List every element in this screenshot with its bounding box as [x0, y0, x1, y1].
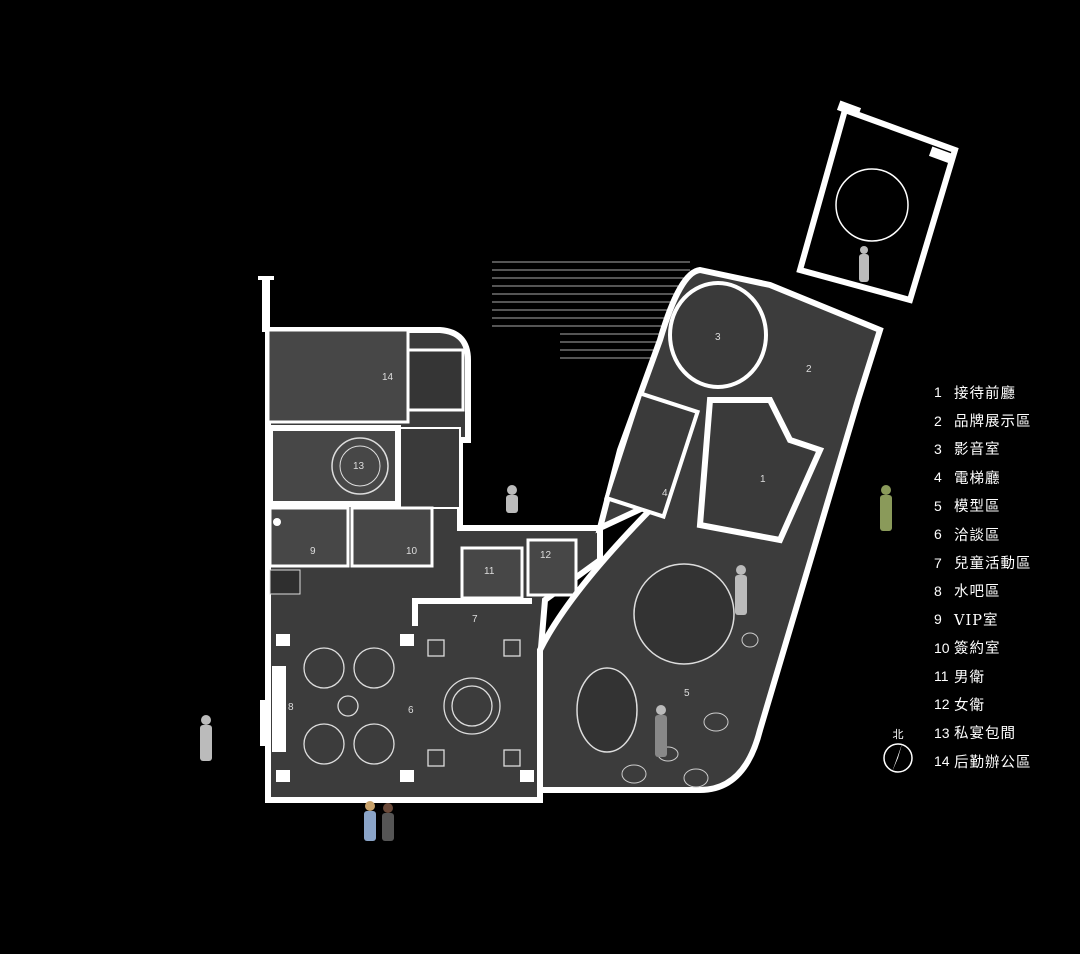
legend-item: 1 接待前廳 [934, 378, 1074, 406]
legend-number: 3 [934, 440, 942, 457]
legend-number: 7 [934, 554, 942, 571]
legend-number: 5 [934, 497, 942, 514]
plan-label-4: 4 [662, 488, 668, 499]
legend-label: 電梯廳 [954, 470, 1001, 487]
legend-number: 10 [934, 639, 950, 656]
north-label: 北 [892, 728, 904, 741]
plan-label-10: 10 [406, 546, 418, 557]
plan-label-9: 9 [310, 546, 316, 557]
legend-number: 8 [934, 582, 942, 599]
legend-item: 9 VIP室 [934, 605, 1074, 633]
plan-label-8: 8 [288, 702, 294, 713]
plan-label-12: 12 [540, 550, 552, 561]
legend-label: 洽談區 [954, 527, 1001, 544]
legend-number: 12 [934, 696, 950, 713]
legend-number: 1 [934, 384, 942, 401]
legend-label: 模型區 [954, 499, 1001, 516]
legend-label: 接待前廳 [954, 385, 1016, 402]
legend-number: 13 [934, 724, 950, 741]
legend-item: 11 男衛 [934, 662, 1074, 690]
exterior-steps [492, 261, 690, 359]
legend-number: 4 [934, 469, 942, 486]
plan-label-5: 5 [684, 688, 690, 699]
plan-label-14: 14 [382, 372, 394, 383]
plan-label-1: 1 [760, 474, 766, 485]
legend-number: 11 [934, 668, 949, 685]
compass-icon [883, 743, 913, 773]
legend-item: 6 洽談區 [934, 520, 1074, 548]
legend-item: 8 水吧區 [934, 577, 1074, 605]
legend-item: 7 兒童活動區 [934, 548, 1074, 576]
left-wing [258, 276, 603, 803]
legend-label: 女衛 [954, 697, 985, 714]
legend-label: 兒童活動區 [954, 556, 1032, 573]
people-figures [200, 246, 892, 841]
legend-number: 2 [934, 412, 942, 429]
legend-item: 3 影音室 [934, 435, 1074, 463]
legend-label: 后勤辦公區 [954, 754, 1032, 771]
plan-label-3: 3 [715, 332, 721, 343]
legend-item: 5 模型區 [934, 492, 1074, 520]
right-wing [537, 266, 884, 793]
legend-label: 簽約室 [954, 641, 1001, 658]
legend-label: 品牌展示區 [954, 414, 1032, 431]
legend-label: 男衛 [954, 669, 985, 686]
north-arrow: 北 [880, 726, 916, 776]
legend-label: VIP室 [954, 612, 999, 629]
entrance-extension [796, 100, 959, 304]
legend-number: 9 [934, 611, 942, 628]
legend-number: 14 [934, 753, 950, 770]
plan-label-6: 6 [408, 705, 414, 716]
legend-label: 影音室 [954, 442, 1001, 459]
plan-label-13: 13 [353, 461, 365, 472]
legend-label: 水吧區 [954, 584, 1001, 601]
plan-label-2: 2 [806, 364, 812, 375]
legend-item: 4 電梯廳 [934, 463, 1074, 491]
legend-number: 6 [934, 526, 942, 543]
legend-label: 私宴包間 [954, 726, 1016, 743]
legend-item: 2 品牌展示區 [934, 406, 1074, 434]
plan-label-11: 11 [484, 566, 495, 577]
plan-label-7: 7 [472, 614, 478, 625]
